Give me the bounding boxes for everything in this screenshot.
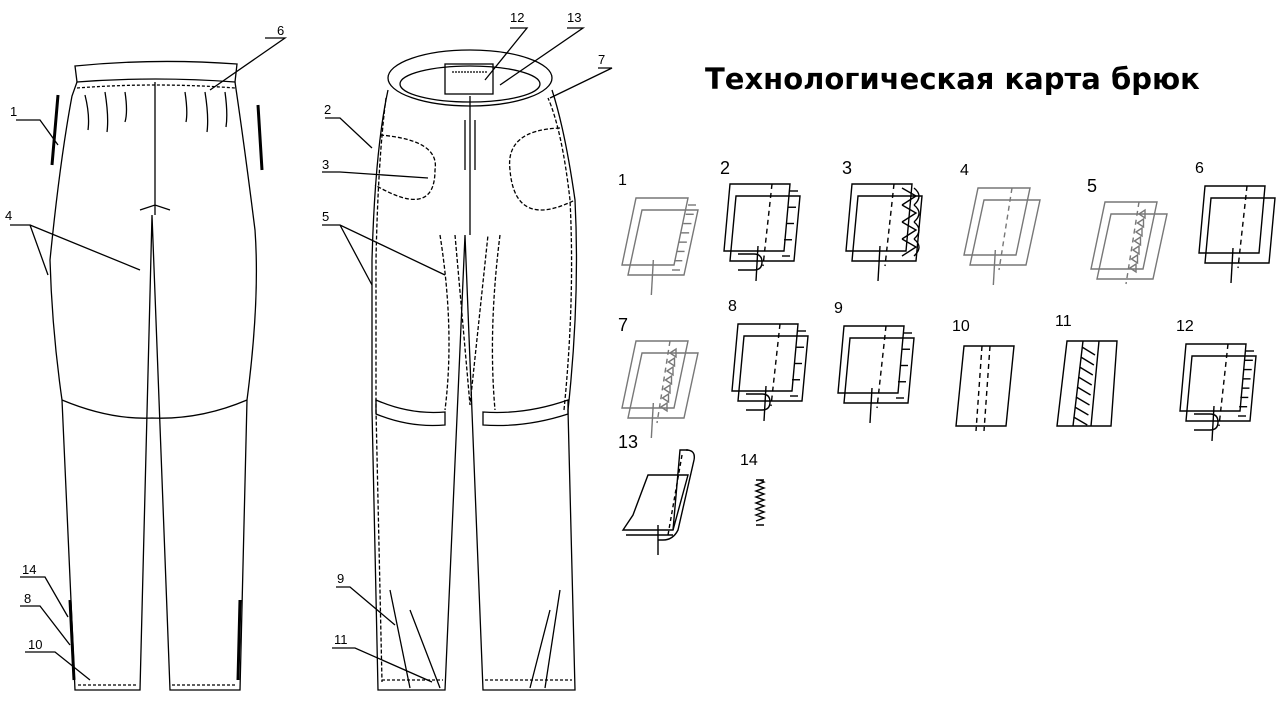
seam-number: 13: [618, 432, 639, 452]
seam-item-14: 14: [740, 452, 850, 572]
back-label-7: 7: [598, 52, 605, 67]
seam-number: 14: [740, 452, 758, 469]
fold-overlock-seam-icon: [731, 323, 809, 422]
seam-number: 10: [952, 318, 970, 335]
seam-number: 9: [834, 300, 843, 317]
seam-number: 6: [1195, 160, 1204, 177]
lap-seam-icon: [1198, 185, 1276, 284]
hem-overlock-seam-icon: [1179, 343, 1257, 442]
front-label-6: 6: [277, 23, 284, 38]
seam-number: 11: [1055, 313, 1072, 330]
label-patch: [444, 63, 494, 95]
edge-stitch-seam-icon: [837, 325, 915, 424]
back-label-5: 5: [322, 209, 329, 224]
seam-number: 4: [960, 162, 969, 179]
back-label-12: 12: [510, 10, 524, 25]
back-label-2: 2: [324, 102, 331, 117]
seam-number: 12: [1176, 318, 1194, 335]
seam-item-10: 10: [952, 318, 1062, 438]
back-view-pants: [322, 27, 613, 691]
bound-edge-seam-icon: [621, 449, 696, 555]
back-label-9: 9: [337, 571, 344, 586]
back-label-11: 11: [334, 632, 348, 647]
back-label-3: 3: [322, 157, 329, 172]
front-label-14: 14: [22, 562, 36, 577]
seam-item-2: 2: [720, 158, 830, 282]
double-topstitch-seam-icon: [955, 345, 1015, 432]
seam-item-8: 8: [728, 298, 838, 422]
front-label-4: 4: [5, 208, 12, 223]
seam-item-6: 6: [1195, 160, 1286, 284]
seam-item-5: 5: [1087, 176, 1197, 296]
seam-number: 1: [618, 172, 627, 189]
seam-number: 5: [1087, 176, 1098, 196]
seam-number: 7: [618, 315, 629, 335]
zigzag-stitch-icon: [754, 479, 766, 526]
front-label-10: 10: [28, 637, 42, 652]
overcast-loop-seam-icon: [845, 183, 923, 282]
seam-item-3: 3: [842, 158, 952, 282]
seam-item-12: 12: [1176, 318, 1286, 442]
page-title: Технологическая карта брюк: [705, 62, 1200, 96]
seam-item-4: 4: [960, 162, 1070, 286]
double-fold-seam-icon: [723, 183, 801, 282]
seam-item-9: 9: [834, 300, 944, 424]
flatlock-seam-icon: [1090, 201, 1168, 285]
chain-seam-icon: [621, 340, 699, 439]
seam-number: 2: [720, 158, 731, 178]
front-label-8: 8: [24, 591, 31, 606]
plain-seam-icon: [963, 187, 1041, 286]
seam-item-7: 7: [618, 315, 728, 439]
back-label-13: 13: [567, 10, 581, 25]
front-view-pants: [10, 37, 288, 691]
overlock-edge-seam-icon: [621, 197, 699, 296]
seam-item-11: 11: [1055, 313, 1165, 433]
seam-item-1: 1: [618, 172, 728, 296]
front-label-1: 1: [10, 104, 17, 119]
seam-item-13: 13: [618, 432, 728, 555]
zigzag-tape-seam-icon: [1056, 340, 1118, 427]
seam-number: 3: [842, 158, 853, 178]
seam-number: 8: [728, 298, 737, 315]
waistband: [74, 60, 238, 83]
